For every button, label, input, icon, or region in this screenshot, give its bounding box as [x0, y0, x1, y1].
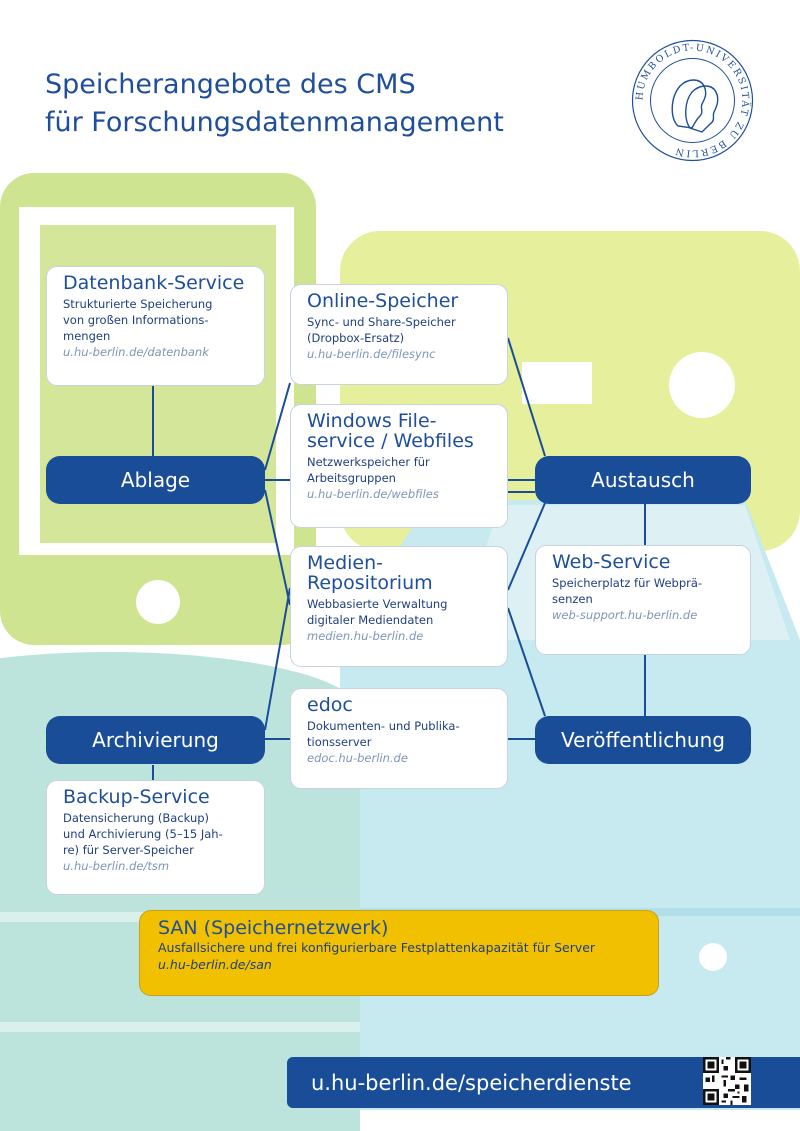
medien-repositorium-desc: digitaler Mediendaten	[307, 613, 434, 627]
edoc-title: edoc	[307, 694, 353, 716]
university-seal-icon: HUMBOLDT-UNIVERSITÄT ZU BERLIN	[631, 39, 754, 162]
datenbank-service-desc: mengen	[63, 329, 111, 343]
web-service-link[interactable]: web-support.hu-berlin.de	[552, 608, 698, 622]
category-archivierung[interactable]: Archivierung	[46, 716, 265, 764]
card-circle	[669, 352, 735, 418]
qr-code-icon[interactable]	[703, 1057, 751, 1105]
san-title: SAN (Speichernetzwerk)	[158, 917, 389, 939]
windows-fileservice-title: Windows File-	[307, 410, 437, 432]
web-service-box[interactable]: Web-Service Speicherplatz für Webprä- se…	[535, 545, 751, 655]
medien-repositorium-title: Repositorium	[307, 572, 433, 594]
online-speicher-title: Online-Speicher	[307, 290, 459, 312]
medien-repositorium-box[interactable]: Medien- Repositorium Webbasierte Verwalt…	[290, 546, 508, 667]
backup-service-desc: und Archivierung (5–15 Jah-	[63, 827, 223, 841]
online-speicher-link[interactable]: u.hu-berlin.de/filesync	[307, 347, 436, 361]
web-service-desc: senzen	[552, 592, 593, 606]
datenbank-service-title: Datenbank-Service	[63, 272, 245, 294]
windows-fileservice-box[interactable]: Windows File- service / Webfiles Netzwer…	[290, 404, 508, 528]
database-ring	[0, 1022, 360, 1032]
edoc-box[interactable]: edoc Dokumenten- und Publika- tionsserve…	[290, 688, 508, 789]
windows-fileservice-link[interactable]: u.hu-berlin.de/webfiles	[307, 487, 439, 501]
footer-url[interactable]: u.hu-berlin.de/speicherdienste	[311, 1070, 632, 1095]
backup-service-link[interactable]: u.hu-berlin.de/tsm	[63, 859, 170, 873]
page-title: Speicherangebote des CMS für Forschungsd…	[45, 69, 504, 138]
medien-repositorium-link[interactable]: medien.hu-berlin.de	[307, 629, 424, 643]
medien-repositorium-desc: Webbasierte Verwaltung	[307, 597, 448, 611]
server-light	[699, 943, 727, 971]
backup-service-desc: re) für Server-Speicher	[63, 843, 194, 857]
web-service-desc: Speicherplatz für Webprä-	[552, 576, 703, 590]
online-speicher-desc: Sync- und Share-Speicher	[307, 315, 456, 329]
online-speicher-desc: (Dropbox-Ersatz)	[307, 331, 405, 345]
card-slot	[522, 362, 592, 404]
edoc-desc: tionsserver	[307, 735, 372, 749]
san-desc: Ausfallsichere und frei konfigurierbare …	[158, 940, 596, 955]
backup-service-title: Backup-Service	[63, 786, 210, 808]
san-link[interactable]: u.hu-berlin.de/san	[158, 957, 272, 972]
online-speicher-box[interactable]: Online-Speicher Sync- und Share-Speicher…	[290, 284, 508, 385]
backup-service-desc: Datensicherung (Backup)	[63, 811, 210, 825]
backup-service-box[interactable]: Backup-Service Datensicherung (Backup) u…	[46, 780, 265, 895]
tablet-home-button	[136, 580, 180, 624]
datenbank-service-link[interactable]: u.hu-berlin.de/datenbank	[63, 345, 209, 359]
connector-lines	[152, 337, 646, 780]
windows-fileservice-title: service / Webfiles	[307, 430, 474, 452]
datenbank-service-desc: Strukturierte Speicherung	[63, 297, 213, 311]
windows-fileservice-desc: Netzwerkspeicher für	[307, 455, 430, 469]
san-box[interactable]: SAN (Speichernetzwerk) Ausfallsichere un…	[139, 910, 659, 996]
windows-fileservice-desc: Arbeitsgruppen	[307, 471, 396, 485]
datenbank-service-box[interactable]: Datenbank-Service Strukturierte Speicher…	[46, 266, 265, 386]
category-veroeffentlichung[interactable]: Veröffentlichung	[535, 716, 751, 764]
category-austausch[interactable]: Austausch	[535, 456, 751, 504]
edoc-link[interactable]: edoc.hu-berlin.de	[307, 751, 408, 765]
web-service-title: Web-Service	[552, 551, 671, 573]
edoc-desc: Dokumenten- und Publika-	[307, 719, 460, 733]
category-ablage[interactable]: Ablage	[46, 456, 265, 504]
datenbank-service-desc: von großen Informations-	[63, 313, 209, 327]
medien-repositorium-title: Medien-	[307, 552, 384, 574]
